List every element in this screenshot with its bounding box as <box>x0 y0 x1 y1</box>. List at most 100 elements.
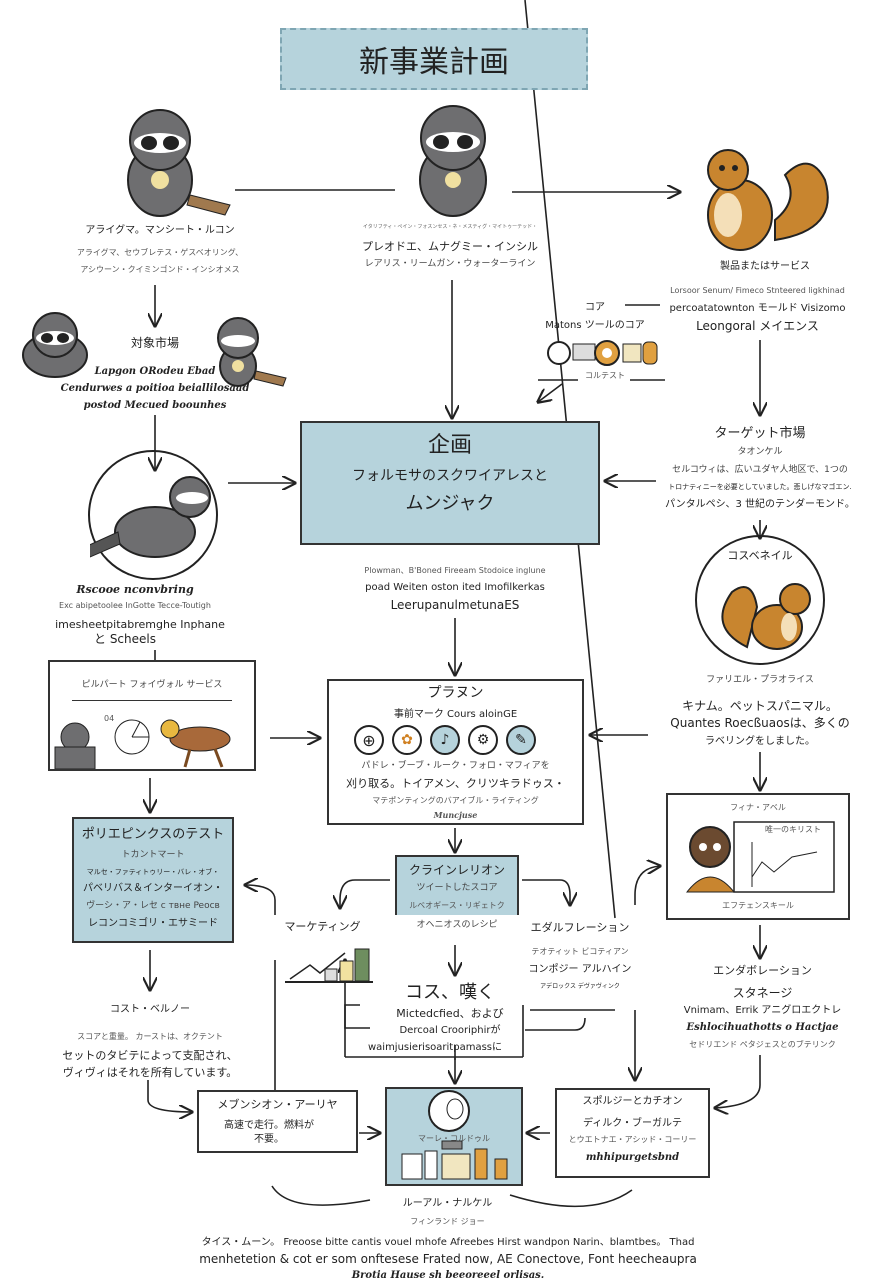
squirrel-circle: コスベネイル <box>695 535 825 665</box>
cost-title: コスト・ベルノー <box>110 1004 190 1015</box>
spol-footer: mhhipurgetsbnd <box>585 1152 680 1163</box>
target-market-line: セルコウィは、広いユダヤ人地区で、1つの <box>672 465 848 475</box>
test-title: ポリエピンクスのテスト <box>81 827 225 842</box>
core-title: コア <box>585 302 605 313</box>
target-left-line: Lapgon ORodeu Ebad <box>94 366 216 377</box>
product-line: Leongoral メイエンス <box>696 319 819 333</box>
gears-tools-icon <box>547 340 658 366</box>
endo-title: エンダボレーション <box>713 964 812 977</box>
plan-line: フォルモサのスクワイアレスと <box>352 468 548 484</box>
edal-line: コンポジー アルハイン <box>528 964 632 975</box>
target-market-line: パンタルペシ、3 世紀のテンダーモンド。 <box>665 499 855 510</box>
plan-title: 企画 <box>427 433 472 458</box>
core-subtitle: Matons ツールのコア <box>545 320 645 331</box>
raccoon-circle-line: Rscooe nconvbring <box>76 583 194 596</box>
squirrel-circle-label: コスベネイル <box>727 549 793 562</box>
edal-line: テオティット ビコティアン <box>531 947 629 956</box>
target-left-line: postod Mecued boounhes <box>83 400 227 411</box>
test-box[interactable]: ポリエピンクスのテスト トカントマート マルセ・ファティトゥリー・バレ・オブ・ … <box>72 817 234 943</box>
target-market-title: ターゲット市場 <box>714 426 806 441</box>
endo-line: Eshlocihuathotts o Hactjae <box>686 1022 839 1033</box>
kos-title: コス、嘆く <box>405 982 495 1003</box>
pie-chart-label: 04 <box>104 714 115 723</box>
raccoon-left-line: アシウーン・クイミンゴンド・インシオメス <box>80 265 240 274</box>
klein-title: クラインレリオン <box>408 863 505 877</box>
footer-line: menhetetion & cot er som onftesese Frate… <box>199 1252 697 1266</box>
marketing-chart-icon <box>285 948 373 983</box>
raccoon-illustration <box>127 109 231 217</box>
endo-line: セドリエンド ペタジェスとのブテリンク <box>689 1040 836 1049</box>
target-market-subtitle: タオンケル <box>737 447 783 457</box>
plan-line: ムンジャク <box>405 493 495 514</box>
raccoon-circle-line: imesheetpitabremghe Inphane <box>55 618 225 631</box>
clock-coins-illustration <box>401 1090 508 1180</box>
squirrel-line: ラベリングをしました。 <box>705 736 815 747</box>
fina-chart-title: 唯一のキリスト <box>765 825 821 834</box>
raccoon-circle-line: Exc abipetoolee InGotte Tecce-Toutigh <box>59 601 211 610</box>
mebun-line: 不要。 <box>254 1134 284 1145</box>
core-caption: コルテスト <box>585 371 625 380</box>
marketing-label: マーケティング <box>284 920 361 933</box>
cost-line: スコアと重量。 カーストは、オクテント <box>77 1032 223 1041</box>
target-left-line: Cendurwes a poitioa beiallilosaad <box>60 383 250 394</box>
product-line: percoatatownton モールド Visizomo <box>669 303 846 314</box>
bear-pie-deer-illustration <box>54 719 231 769</box>
raccoon-illustration <box>84 476 211 558</box>
raccoon-center-line: レアリス・リームガン・ウォーターライン <box>364 259 536 269</box>
center-note: poad Weiten oston ited Imofilkerkas <box>365 582 545 593</box>
squirrel-line: キナム。ペットスパニマル。 <box>682 699 838 713</box>
endo-line: Vnimam、Errik アニグロエクトレ <box>683 1005 842 1016</box>
service-box[interactable]: ピルパート フォイヴォル サービス 04 <box>48 660 256 771</box>
bottom-subtitle: フィンランド ジョー <box>410 1217 485 1226</box>
center-note: LeerupanulmetunaES <box>390 598 520 612</box>
tool-icon: ♪ <box>430 725 460 755</box>
raccoon-illustration <box>419 105 487 217</box>
money-caption: マーレ・コルドゥル <box>418 1134 490 1143</box>
title-banner: 新事業計画 <box>280 28 588 90</box>
klein-below: オヘニオスのレシピ <box>416 920 498 930</box>
klein-box[interactable]: クラインレリオン ツイートしたスコア ルベオギース・リギェトク <box>395 855 519 915</box>
wrench-icon: ✎ <box>506 725 536 755</box>
raccoon-illustration <box>217 317 287 387</box>
raccoon-left-line: アライグマ、セウブレテス・ゲスベオリング、 <box>76 248 244 257</box>
klein-line: ツイートしたスコア <box>416 883 498 893</box>
service-box-title: ピルパート フォイヴォル サービス <box>81 680 223 690</box>
product-line: Lorsoor Senum/ Fimeco Stnteered ligkhina… <box>670 286 845 295</box>
page-title: 新事業計画 <box>359 45 509 80</box>
icon-row: ⊕ ✿ ♪ ⚙ ✎ <box>354 725 536 755</box>
squirrel-illustration <box>721 583 811 650</box>
prannu-line: マテポンティングのバアイブル・ライティング <box>372 796 539 805</box>
professor-chart-illustration <box>685 821 835 893</box>
prannu-box[interactable]: プラヌン 事前マーク Cours aloinGE ⊕ ✿ ♪ ⚙ ✎ パドレ・ブ… <box>327 679 584 825</box>
dial-icon: ⚙ <box>468 725 498 755</box>
center-note: Plowman、B'Boned Fireeam Stodoice inglune <box>364 566 546 575</box>
plan-box[interactable]: 企画 フォルモサのスクワイアレスと ムンジャク <box>300 421 600 545</box>
raccoon-left-line: アライグマ。マンシート・ルコン <box>85 225 235 236</box>
cost-line: ヴィヴィはそれを所有しています。 <box>62 1066 238 1079</box>
raccoon-circle <box>84 450 218 580</box>
fina-box[interactable]: フィナ・アベル 唯一のキリスト エフテェンスキール <box>666 793 850 920</box>
product-title: 製品またはサービス <box>720 261 810 272</box>
mebun-title: メブンシオン・アーリヤ <box>217 1098 338 1111</box>
footer-line: Brotia Hause sh beeoreeel orlisas. <box>351 1270 545 1281</box>
mebun-box[interactable]: メブンシオン・アーリヤ 高速で走行。燃料が 不要。 <box>197 1090 358 1153</box>
test-line: マルセ・ファティトゥリー・バレ・オブ・ <box>86 868 220 876</box>
endo-subtitle: スタネージ <box>732 986 793 1000</box>
test-line: パベリバス＆インターイオン・ <box>83 883 223 894</box>
edal-line: アデロックス デヴァヴィンク <box>540 983 620 990</box>
test-line: レコンコミゴリ・エサミード <box>88 918 218 929</box>
kos-line: Dercoal Crooriphirが <box>399 1025 501 1036</box>
globe-icon: ⊕ <box>354 725 384 755</box>
edal-title: エダルフレーション <box>530 921 630 934</box>
figure-icon: ✿ <box>392 725 422 755</box>
spol-box[interactable]: スポルジーとカチオン ディルク・ブーガルテ とウエトナエ・アシッド・コーリー m… <box>555 1088 710 1178</box>
raccoon-center-line: プレオドエ、ムナグミー・インシル <box>362 240 538 253</box>
money-box[interactable]: マーレ・コルドゥル <box>385 1087 523 1186</box>
cost-line: セットのタビテによって支配され、 <box>62 1049 238 1062</box>
test-line: トカントマート <box>121 850 185 860</box>
squirrel-line: Quantes Roecßuaosは、多くの <box>670 716 850 730</box>
squirrel-illustration <box>707 149 829 251</box>
kos-line: waimjusierisoaritpamassに <box>367 1042 502 1053</box>
prannu-line: パドレ・ブーブ・ルーク・フォロ・マフィアを <box>361 761 550 771</box>
squirrel-line: ファリエル・プラオライス <box>706 675 814 685</box>
